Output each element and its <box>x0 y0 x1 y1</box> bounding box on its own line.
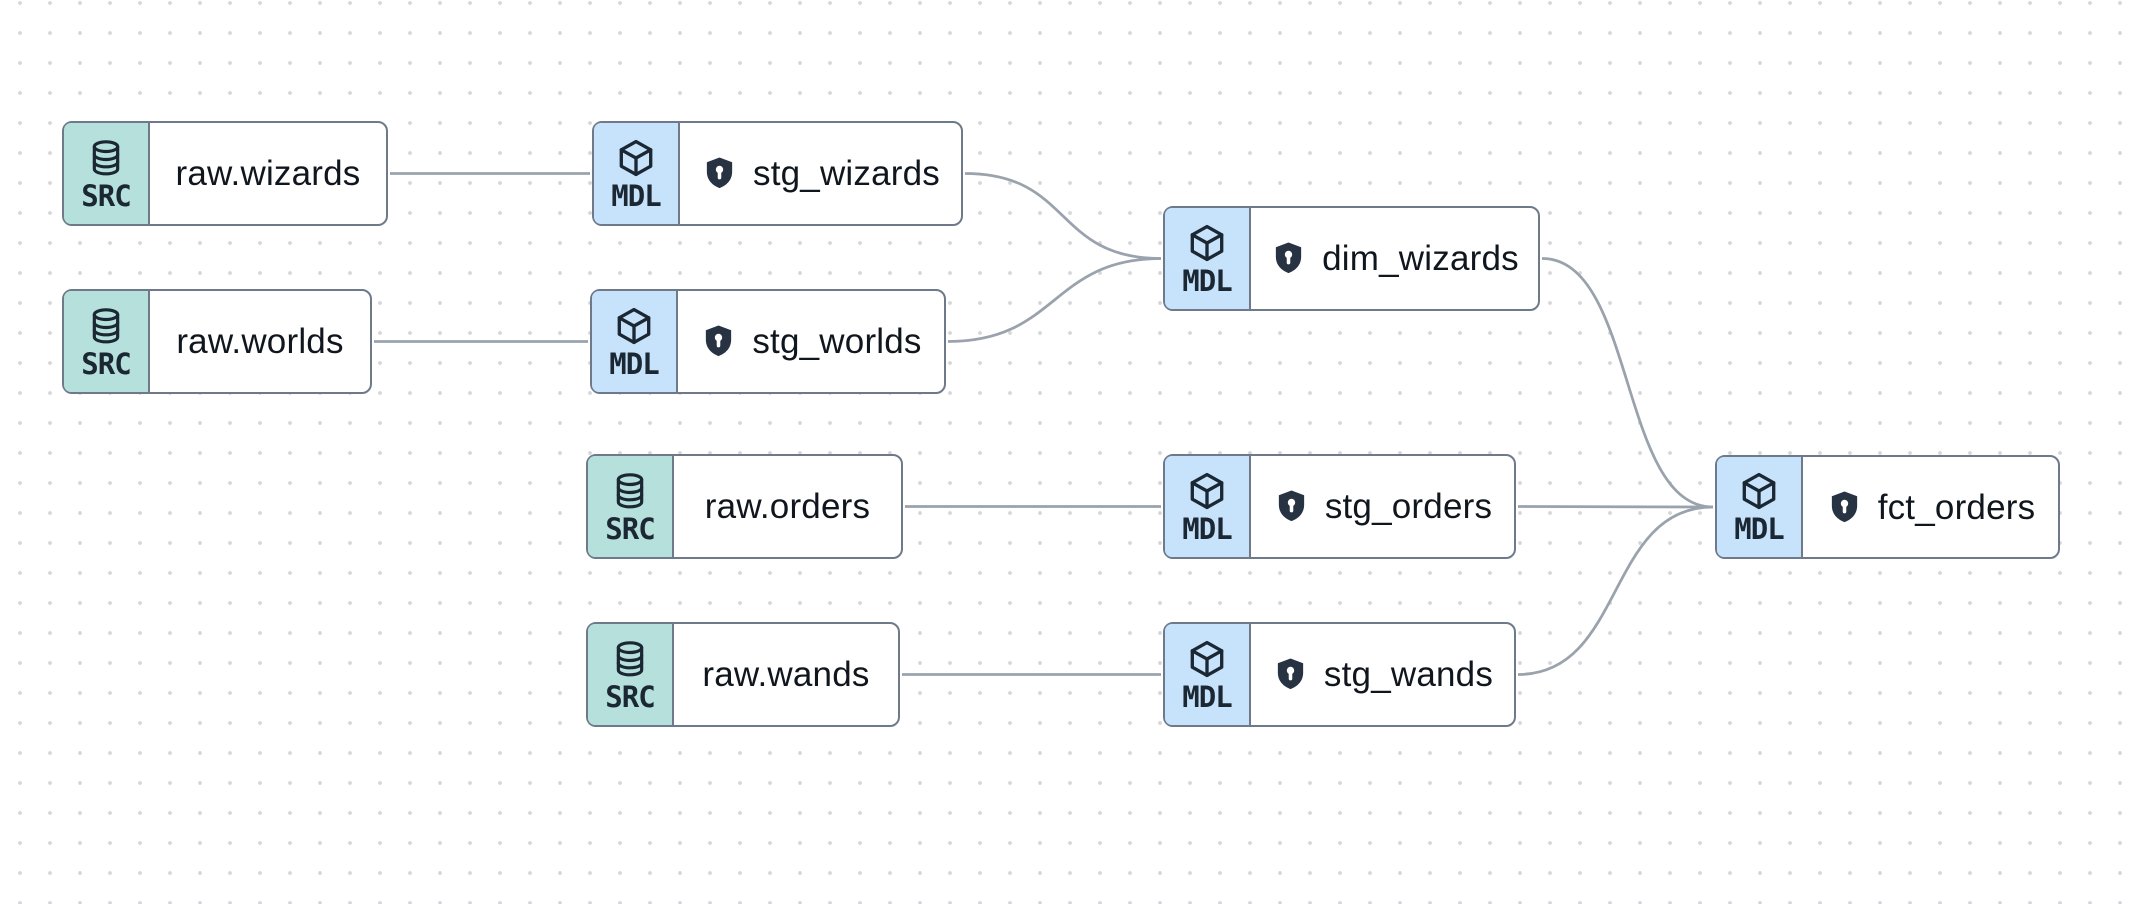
node-type-label: MDL <box>1182 511 1232 546</box>
node-stg-orders[interactable]: MDL stg_orders <box>1163 454 1516 559</box>
node-label-area: dim_wizards <box>1251 208 1538 309</box>
node-label-area: stg_orders <box>1251 456 1514 557</box>
node-label-area: stg_worlds <box>678 291 944 392</box>
node-type-badge: SRC <box>588 456 674 557</box>
database-icon <box>616 640 644 676</box>
edge-stg_wizards-to-dim_wizards <box>964 172 1162 260</box>
node-name-label: stg_orders <box>1324 487 1493 526</box>
node-raw-orders[interactable]: SRC raw.orders <box>586 454 903 559</box>
node-type-label: SRC <box>81 178 131 213</box>
node-type-badge: MDL <box>594 123 680 224</box>
node-type-badge: MDL <box>1165 208 1251 309</box>
node-stg-worlds[interactable]: MDL stg_worlds <box>590 289 946 394</box>
node-label-area: raw.orders <box>674 456 901 557</box>
node-label-area: raw.wizards <box>150 123 386 224</box>
edge-dim_wizards-to-fct_orders <box>1541 257 1714 509</box>
cube-icon <box>1190 224 1224 261</box>
cube-icon <box>1190 640 1224 677</box>
node-type-label: MDL <box>1182 679 1232 714</box>
node-type-badge: SRC <box>64 291 150 392</box>
node-name-label: fct_orders <box>1877 487 2036 527</box>
node-raw-worlds[interactable]: SRC raw.worlds <box>62 289 372 394</box>
database-icon <box>92 307 120 343</box>
node-name-label: dim_wizards <box>1322 239 1519 278</box>
node-label-area: stg_wands <box>1251 624 1514 725</box>
node-name-label: stg_worlds <box>752 322 922 361</box>
node-type-badge: SRC <box>588 624 674 725</box>
node-fct-orders[interactable]: MDL fct_orders <box>1715 455 2060 559</box>
node-type-badge: SRC <box>64 123 150 224</box>
node-name-label: raw.orders <box>704 487 871 526</box>
node-type-label: SRC <box>81 346 131 381</box>
contract-shield-icon <box>701 153 738 194</box>
node-type-badge: MDL <box>1165 456 1251 557</box>
contract-shield-icon <box>1270 238 1307 279</box>
edge-stg_worlds-to-dim_wizards <box>947 257 1162 343</box>
node-label-area: fct_orders <box>1803 457 2058 557</box>
cube-icon <box>617 307 651 344</box>
node-type-badge: MDL <box>592 291 678 392</box>
contract-shield-icon <box>1272 654 1309 695</box>
node-type-badge: MDL <box>1165 624 1251 725</box>
cube-icon <box>1190 472 1224 509</box>
cube-icon <box>619 139 653 176</box>
contract-shield-icon <box>700 321 737 362</box>
node-dim-wizards[interactable]: MDL dim_wizards <box>1163 206 1540 311</box>
edge-stg_wands-to-fct_orders <box>1517 505 1714 676</box>
node-type-label: MDL <box>611 178 661 213</box>
node-type-label: SRC <box>605 511 655 546</box>
node-stg-wands[interactable]: MDL stg_wands <box>1163 622 1516 727</box>
node-raw-wands[interactable]: SRC raw.wands <box>586 622 900 727</box>
node-label-area: stg_wizards <box>680 123 961 224</box>
node-label-area: raw.worlds <box>150 291 370 392</box>
database-icon <box>92 139 120 175</box>
edge-stg_orders-to-fct_orders <box>1517 505 1714 509</box>
cube-icon <box>1742 472 1776 510</box>
node-label-area: raw.wands <box>674 624 898 725</box>
node-type-label: MDL <box>1734 512 1784 546</box>
contract-shield-icon <box>1826 487 1863 528</box>
node-type-label: SRC <box>605 679 655 714</box>
node-type-badge: MDL <box>1717 457 1803 557</box>
node-name-label: raw.wands <box>702 655 870 694</box>
node-name-label: raw.wizards <box>175 154 361 193</box>
node-type-label: MDL <box>1182 263 1232 298</box>
node-stg-wizards[interactable]: MDL stg_wizards <box>592 121 963 226</box>
node-name-label: raw.worlds <box>176 322 344 361</box>
node-raw-wizards[interactable]: SRC raw.wizards <box>62 121 388 226</box>
node-type-label: MDL <box>609 346 659 381</box>
database-icon <box>616 472 644 508</box>
contract-shield-icon <box>1273 486 1310 527</box>
node-name-label: stg_wands <box>1323 655 1494 694</box>
node-name-label: stg_wizards <box>753 154 940 193</box>
